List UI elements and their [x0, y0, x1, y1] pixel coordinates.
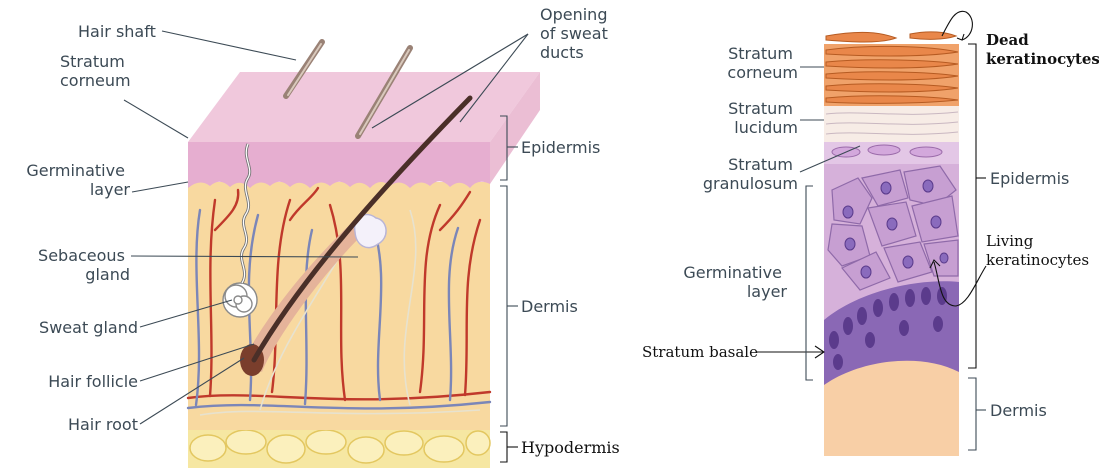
epidermis-layers-illustration: [824, 32, 959, 456]
label-sebaceous-gland: Sebaceous gland: [38, 246, 130, 284]
label-dermis-right: Dermis: [990, 401, 1047, 420]
label-living-keratinocytes: Living keratinocytes: [986, 232, 1089, 269]
label-hair-follicle: Hair follicle: [48, 372, 138, 391]
label-stratum-basale: Stratum basale: [642, 343, 758, 361]
skin-block-illustration: [188, 42, 540, 468]
epidermis-region: [188, 142, 490, 188]
label-stratum-lucidum: Stratum lucidum: [728, 99, 798, 137]
label-dermis-left: Dermis: [521, 297, 578, 316]
label-epidermis-right: Epidermis: [990, 169, 1069, 188]
label-opening-sweat-ducts: Opening of sweat ducts: [540, 5, 613, 62]
label-germinative-layer-right: Germinative layer: [683, 263, 787, 301]
label-stratum-corneum-right: Stratum corneum: [727, 44, 798, 82]
label-stratum-granulosum: Stratum granulosum: [703, 155, 798, 193]
label-stratum-corneum-left: Stratum corneum: [60, 52, 131, 90]
label-dead-keratinocytes: Dead keratinocytes: [986, 31, 1099, 68]
label-germinative-layer-left: Germinative layer: [26, 161, 130, 199]
label-sweat-gland: Sweat gland: [39, 318, 138, 337]
label-epidermis-left: Epidermis: [521, 138, 600, 157]
sweat-gland-coil: [223, 283, 257, 317]
label-hair-root: Hair root: [68, 415, 138, 434]
label-hair-shaft: Hair shaft: [78, 22, 156, 41]
label-hypodermis: Hypodermis: [521, 438, 620, 457]
